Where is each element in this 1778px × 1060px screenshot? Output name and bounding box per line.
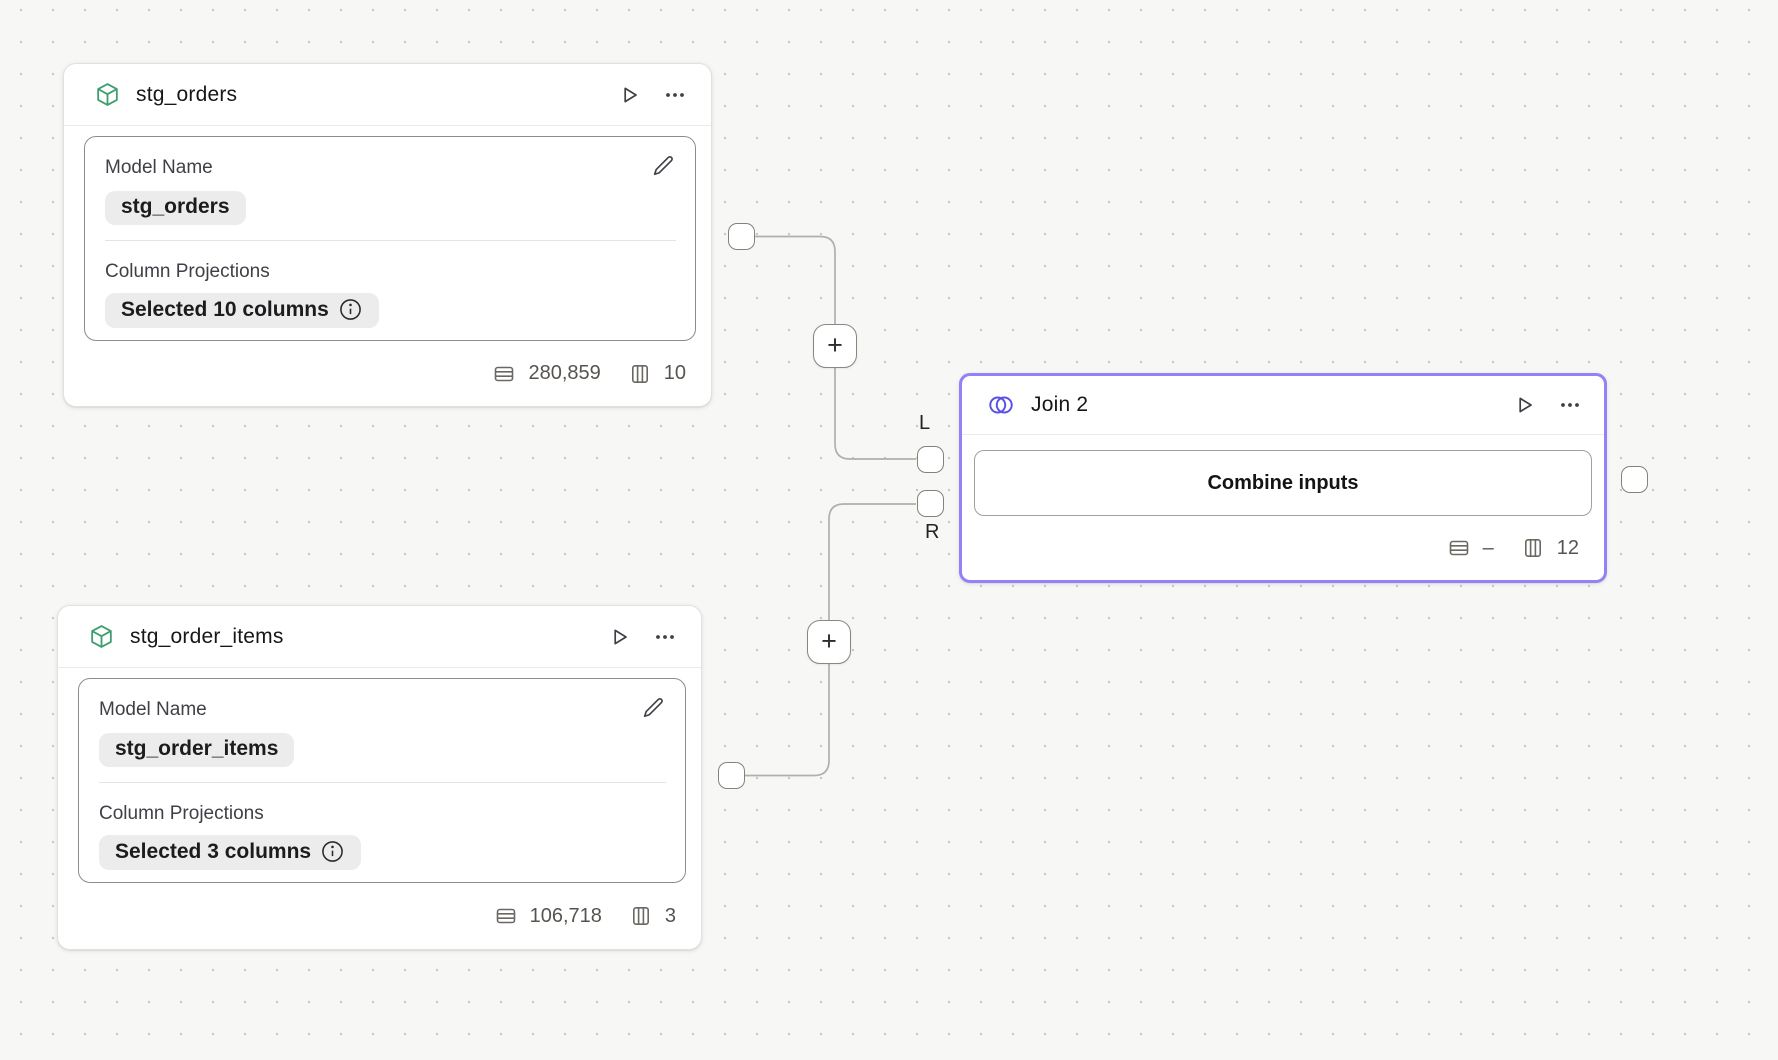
model-name-label: Model Name bbox=[105, 157, 213, 178]
edit-model-name-button[interactable] bbox=[638, 693, 668, 723]
ellipsis-icon bbox=[663, 83, 687, 107]
node-title: stg_order_items bbox=[130, 624, 284, 648]
model-node-stg-order-items[interactable]: stg_order_items Model Name bbox=[57, 605, 702, 950]
ellipsis-icon bbox=[1558, 393, 1582, 417]
column-count: 12 bbox=[1556, 536, 1579, 559]
column-projections-tag[interactable]: Selected 3 columns bbox=[99, 835, 362, 870]
column-projections-value: Selected 3 columns bbox=[115, 839, 312, 863]
column-count-icon bbox=[629, 904, 653, 928]
column-count: 3 bbox=[664, 904, 676, 927]
column-projections-value: Selected 10 columns bbox=[121, 297, 329, 321]
node-stats: 106,718 3 bbox=[58, 883, 701, 949]
cube-icon bbox=[88, 623, 115, 650]
model-name-value: stg_orders bbox=[121, 195, 230, 218]
divider bbox=[105, 240, 676, 241]
output-port-stg-orders[interactable] bbox=[728, 223, 755, 250]
add-step-button-top[interactable]: + bbox=[813, 324, 857, 368]
join-venn-icon bbox=[986, 392, 1016, 418]
row-count: 280,859 bbox=[528, 362, 601, 384]
model-name-value: stg_order_items bbox=[115, 737, 279, 760]
row-count-icon bbox=[492, 362, 516, 386]
node-menu-button[interactable] bbox=[1556, 391, 1584, 419]
right-port-label: R bbox=[925, 521, 940, 543]
model-name-tag[interactable]: stg_order_items bbox=[99, 733, 295, 767]
model-name-tag[interactable]: stg_orders bbox=[105, 191, 246, 225]
column-count-icon bbox=[628, 362, 652, 386]
divider bbox=[99, 782, 666, 783]
node-header: stg_orders bbox=[64, 64, 711, 126]
column-count: 10 bbox=[663, 362, 686, 384]
node-menu-button[interactable] bbox=[661, 81, 689, 109]
node-config-card: Model Name stg_order_items Column Projec… bbox=[78, 678, 686, 883]
play-icon bbox=[617, 83, 641, 107]
join-output-port[interactable] bbox=[1621, 466, 1648, 493]
node-header: Join 2 bbox=[962, 376, 1604, 435]
info-icon[interactable] bbox=[320, 839, 345, 864]
column-projections-tag[interactable]: Selected 10 columns bbox=[105, 293, 379, 328]
cube-icon bbox=[94, 81, 121, 108]
node-title: stg_orders bbox=[136, 82, 238, 106]
row-count: 106,718 bbox=[529, 904, 602, 927]
node-stats: 280,859 10 bbox=[64, 341, 711, 406]
node-config-card: Model Name stg_orders Column Projections… bbox=[84, 136, 696, 341]
join-node[interactable]: Join 2 Combine inputs bbox=[959, 373, 1607, 583]
pencil-icon bbox=[640, 695, 666, 721]
join-input-port-left[interactable] bbox=[917, 446, 944, 473]
add-step-button-bottom[interactable]: + bbox=[807, 620, 851, 664]
node-title: Join 2 bbox=[1031, 393, 1089, 416]
model-name-label: Model Name bbox=[99, 699, 207, 720]
output-port-stg-order-items[interactable] bbox=[718, 762, 745, 789]
node-stats: – 12 bbox=[962, 516, 1604, 580]
node-menu-button[interactable] bbox=[651, 623, 679, 651]
column-projections-label: Column Projections bbox=[105, 261, 270, 282]
left-port-label: L bbox=[919, 412, 931, 434]
pencil-icon bbox=[650, 153, 676, 179]
info-icon[interactable] bbox=[338, 297, 363, 322]
run-node-button[interactable] bbox=[1510, 391, 1538, 419]
column-count-icon bbox=[1521, 536, 1545, 560]
play-icon bbox=[607, 625, 631, 649]
edit-model-name-button[interactable] bbox=[648, 151, 678, 181]
combine-inputs-button[interactable]: Combine inputs bbox=[974, 450, 1592, 516]
join-input-port-right[interactable] bbox=[917, 490, 944, 517]
row-count: – bbox=[1482, 536, 1494, 559]
play-icon bbox=[1512, 393, 1536, 417]
row-count-icon bbox=[494, 904, 518, 928]
column-projections-label: Column Projections bbox=[99, 803, 264, 824]
run-node-button[interactable] bbox=[605, 623, 633, 651]
ellipsis-icon bbox=[653, 625, 677, 649]
row-count-icon bbox=[1447, 536, 1471, 560]
model-node-stg-orders[interactable]: stg_orders Model Name bbox=[63, 63, 712, 407]
node-header: stg_order_items bbox=[58, 606, 701, 668]
run-node-button[interactable] bbox=[615, 81, 643, 109]
